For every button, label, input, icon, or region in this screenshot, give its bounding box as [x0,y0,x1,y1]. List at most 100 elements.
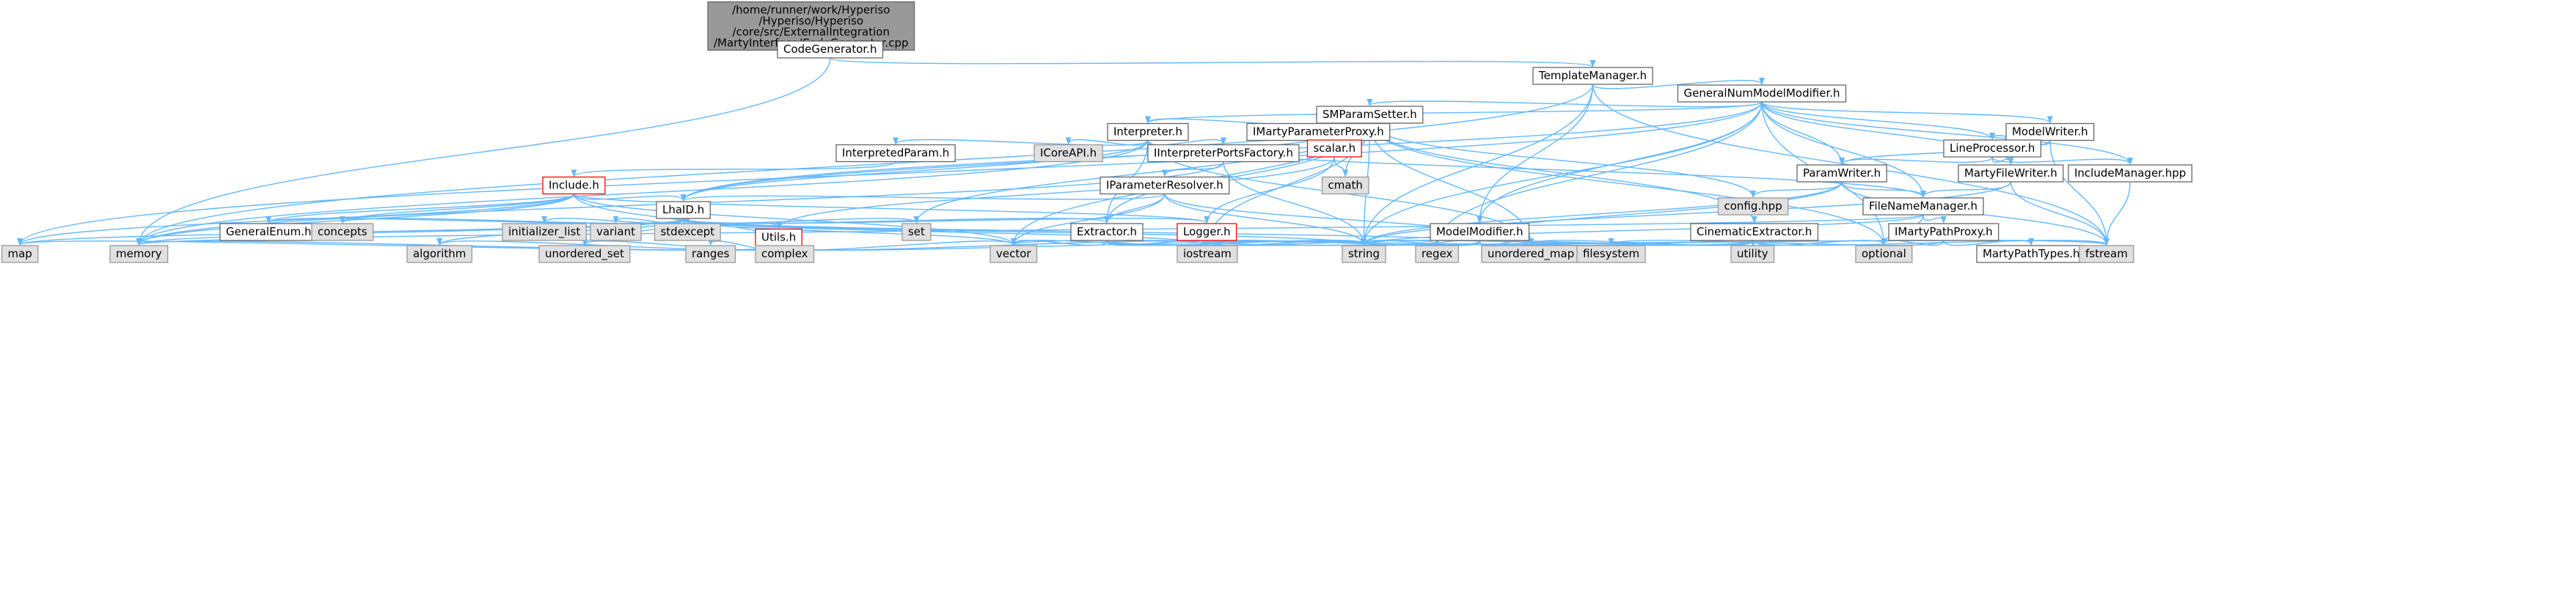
node-interpparam-box [835,144,956,163]
node-iparamres[interactable]: IParameterResolver.h [1099,176,1230,195]
node-includemgr[interactable]: IncludeManager.hpp [2068,164,2192,183]
edge-smps-to-config [1369,122,1757,198]
node-interpparam[interactable]: InterpretedParam.h [835,144,956,163]
node-paramwriter-label: ParamWriter.h [1803,166,1881,180]
node-cmath-label: cmath [1328,179,1362,192]
node-include[interactable]: Include.h [542,176,606,195]
node-iipf[interactable]: IInterpreterPortsFactory.h [1147,144,1300,163]
node-concepts-box [311,223,374,241]
node-paramwriter[interactable]: ParamWriter.h [1796,164,1887,183]
node-config-box [1717,197,1789,216]
node-cmath-box [1321,176,1369,195]
edge-lineproc-to-includemgr [1991,156,2134,165]
node-fstream: fstream [2079,245,2134,263]
edge-include-to-generalenum [266,193,575,224]
node-utils[interactable]: Utils.h [755,228,802,247]
edge-martyfw-to-fstream [2010,181,2110,246]
edge-cinext-to-vector [1011,238,1755,246]
edge-gnmm-to-paramwriter [1761,101,1845,165]
node-memory-label: memory [116,247,162,260]
edge-lhaid-to-memory [136,218,684,246]
node-imarty-label: IMartyParameterProxy.h [1253,125,1384,139]
node-cinext[interactable]: CinematicExtractor.h [1690,223,1819,241]
node-extractor-box [1070,223,1144,241]
node-smps[interactable]: SMParamSetter.h [1316,106,1424,124]
edge-logger-to-vector [1010,238,1207,246]
node-icoreapi-box [1033,144,1103,163]
node-vector-box [989,245,1038,263]
node-filesystem-box [1576,245,1646,263]
edge-cinext-to-regex [1434,238,1755,246]
node-stdexcept: stdexcept [654,223,721,241]
edge-interpparam-to-include [571,161,896,177]
nodes: /home/runner/work/Hyperiso/Hyperiso/Hype… [1,1,2192,263]
node-modelmod-box [1430,223,1530,241]
node-optional-label: optional [1862,247,1906,260]
node-scalar[interactable]: scalar.h [1306,139,1362,158]
node-modelmod[interactable]: ModelModifier.h [1430,223,1530,241]
edge-imartypp-to-martypt [1943,238,2035,246]
node-martypt-label: MartyPathTypes.h [1983,247,2080,260]
node-templmgr-label: TemplateManager.h [1538,69,1647,82]
node-martyfw[interactable]: MartyFileWriter.h [1958,164,2064,183]
edge-interp-to-icoreapi [1065,137,1149,146]
node-includemgr-label: IncludeManager.hpp [2074,166,2186,180]
node-templmgr[interactable]: TemplateManager.h [1532,67,1653,85]
node-gnmm-box [1677,84,1847,103]
node-map: map [1,245,39,263]
node-string-box [1342,245,1386,263]
node-martypt[interactable]: MartyPathTypes.h [1976,245,2087,263]
node-imartypp-label: IMartyPathProxy.h [1895,225,1993,238]
node-interp[interactable]: Interpreter.h [1107,122,1189,141]
node-generalenum[interactable]: GeneralEnum.h [219,223,318,241]
edge-modelwriter-to-fstream [2049,140,2110,246]
node-extractor[interactable]: Extractor.h [1070,223,1144,241]
node-complex-box [755,245,815,263]
node-interp-label: Interpreter.h [1113,125,1182,139]
edge-scalar-to-cmath [1333,156,1349,177]
node-includemgr-box [2068,164,2192,183]
node-filenamemgr-label: FileNameManager.h [1869,199,1977,213]
node-iostream: iostream [1177,245,1238,263]
node-imartypp[interactable]: IMartyPathProxy.h [1888,223,1999,241]
node-utility: utility [1730,245,1775,263]
node-filenamemgr[interactable]: FileNameManager.h [1862,197,1984,216]
node-modelwriter[interactable]: ModelWriter.h [2005,122,2095,141]
edge-filenamemgr-to-imartypp [1922,214,1947,224]
node-lineproc[interactable]: LineProcessor.h [1943,139,2042,158]
node-icoreapi: ICoreAPI.h [1033,144,1103,163]
node-martyfw-label: MartyFileWriter.h [1964,166,2057,180]
node-lhaid[interactable]: LhaID.h [656,201,711,219]
node-imarty[interactable]: IMartyParameterProxy.h [1246,122,1391,141]
edge-extractor-to-vector [1010,238,1108,246]
node-filesystem-label: filesystem [1583,247,1639,260]
edge-templmgr-to-modelmod [1477,84,1594,224]
node-config: config.hpp [1717,197,1789,216]
node-fstream-label: fstream [2085,247,2128,260]
node-codegen-label: CodeGenerator.h [783,43,877,56]
node-config-label: config.hpp [1724,199,1782,213]
edge-interp-to-iipf [1147,137,1226,146]
edge-include-to-map [17,194,575,246]
node-scalar-label: scalar.h [1313,141,1355,155]
node-lhaid-box [656,201,711,219]
node-icoreapi-label: ICoreAPI.h [1040,147,1097,160]
node-gnmm[interactable]: GeneralNumModelModifier.h [1677,84,1847,103]
edge-gnmm-to-map [17,101,1763,246]
edge-lineproc-to-paramwriter [1839,156,1993,165]
node-lineproc-label: LineProcessor.h [1950,141,2035,155]
node-codegen[interactable]: CodeGenerator.h [777,40,884,59]
edge-iipf-to-string [1223,161,1367,246]
edge-templmgr-to-memory [136,84,1594,246]
edge-codegen-to-memory [136,57,831,246]
node-cmath: cmath [1321,176,1369,195]
node-map-label: map [7,247,32,260]
node-optional: optional [1855,245,1913,263]
node-paramwriter-box [1796,164,1887,183]
node-logger[interactable]: Logger.h [1177,223,1237,241]
edge-paramwriter-to-config [1750,181,1843,198]
node-root-label: /home/runner/work/Hyperiso [732,4,890,17]
node-complex: complex [755,245,815,263]
node-unordset-box [538,245,631,263]
node-memory: memory [109,245,169,263]
